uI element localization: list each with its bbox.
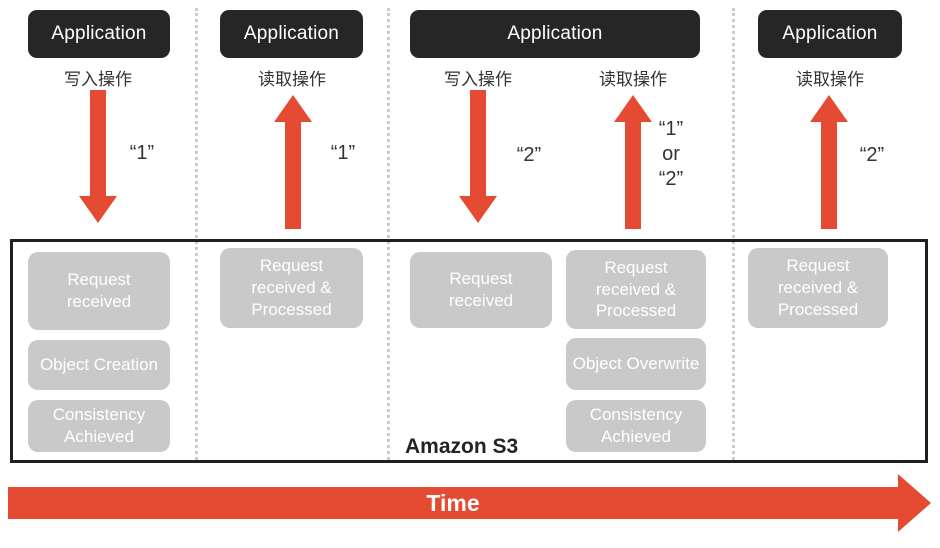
arrow-head xyxy=(614,95,652,122)
write-operation-label: 写入操作 xyxy=(64,70,132,89)
amazon-s3-container-box xyxy=(10,239,928,463)
read-value-label-multiline: “1” or “2” xyxy=(636,117,706,192)
arrow-shaft xyxy=(470,90,486,196)
arrow-head xyxy=(274,95,312,122)
read-value-label: “2” xyxy=(859,144,885,166)
lane-separator xyxy=(732,8,735,460)
time-arrow: Time xyxy=(8,487,898,519)
arrow-shaft xyxy=(285,122,301,229)
arrow-shaft xyxy=(821,122,837,229)
application-box-wide: Application xyxy=(410,10,700,58)
arrow-head xyxy=(79,196,117,223)
event-box: Request received xyxy=(28,252,170,330)
write-value-label: “2” xyxy=(516,144,542,166)
event-box: Request received xyxy=(410,252,552,328)
event-box: Request received & Processed xyxy=(220,248,363,328)
read-arrow-up-icon xyxy=(274,95,312,229)
write-arrow-down-icon xyxy=(79,90,117,223)
event-box: Consistency Achieved xyxy=(28,400,170,452)
arrow-head xyxy=(459,196,497,223)
value-line: “1” xyxy=(658,118,684,140)
event-box: Consistency Achieved xyxy=(566,400,706,452)
event-box: Object Creation xyxy=(28,340,170,390)
value-line: or xyxy=(662,143,680,165)
read-value-label: “1” xyxy=(330,142,356,164)
value-line: “2” xyxy=(658,168,684,190)
application-box: Application xyxy=(28,10,170,58)
time-arrow-head-icon xyxy=(898,474,931,532)
read-arrow-up-icon xyxy=(810,95,848,229)
event-box: Request received & Processed xyxy=(748,248,888,328)
application-box: Application xyxy=(220,10,363,58)
arrow-shaft xyxy=(90,90,106,196)
read-arrow-up-icon xyxy=(614,95,652,229)
write-value-label: “1” xyxy=(129,142,155,164)
write-operation-label: 写入操作 xyxy=(444,70,512,89)
write-arrow-down-icon xyxy=(459,90,497,223)
application-box: Application xyxy=(758,10,902,58)
event-box: Object Overwrite xyxy=(566,338,706,390)
amazon-s3-label: Amazon S3 xyxy=(405,435,519,458)
event-box: Request received & Processed xyxy=(566,250,706,329)
arrow-shaft xyxy=(625,122,641,229)
time-label: Time xyxy=(426,489,480,516)
read-operation-label: 读取操作 xyxy=(599,70,667,89)
lane-separator xyxy=(387,8,390,460)
read-operation-label: 读取操作 xyxy=(796,70,864,89)
arrow-head xyxy=(810,95,848,122)
read-operation-label: 读取操作 xyxy=(258,70,326,89)
lane-separator xyxy=(195,8,198,460)
